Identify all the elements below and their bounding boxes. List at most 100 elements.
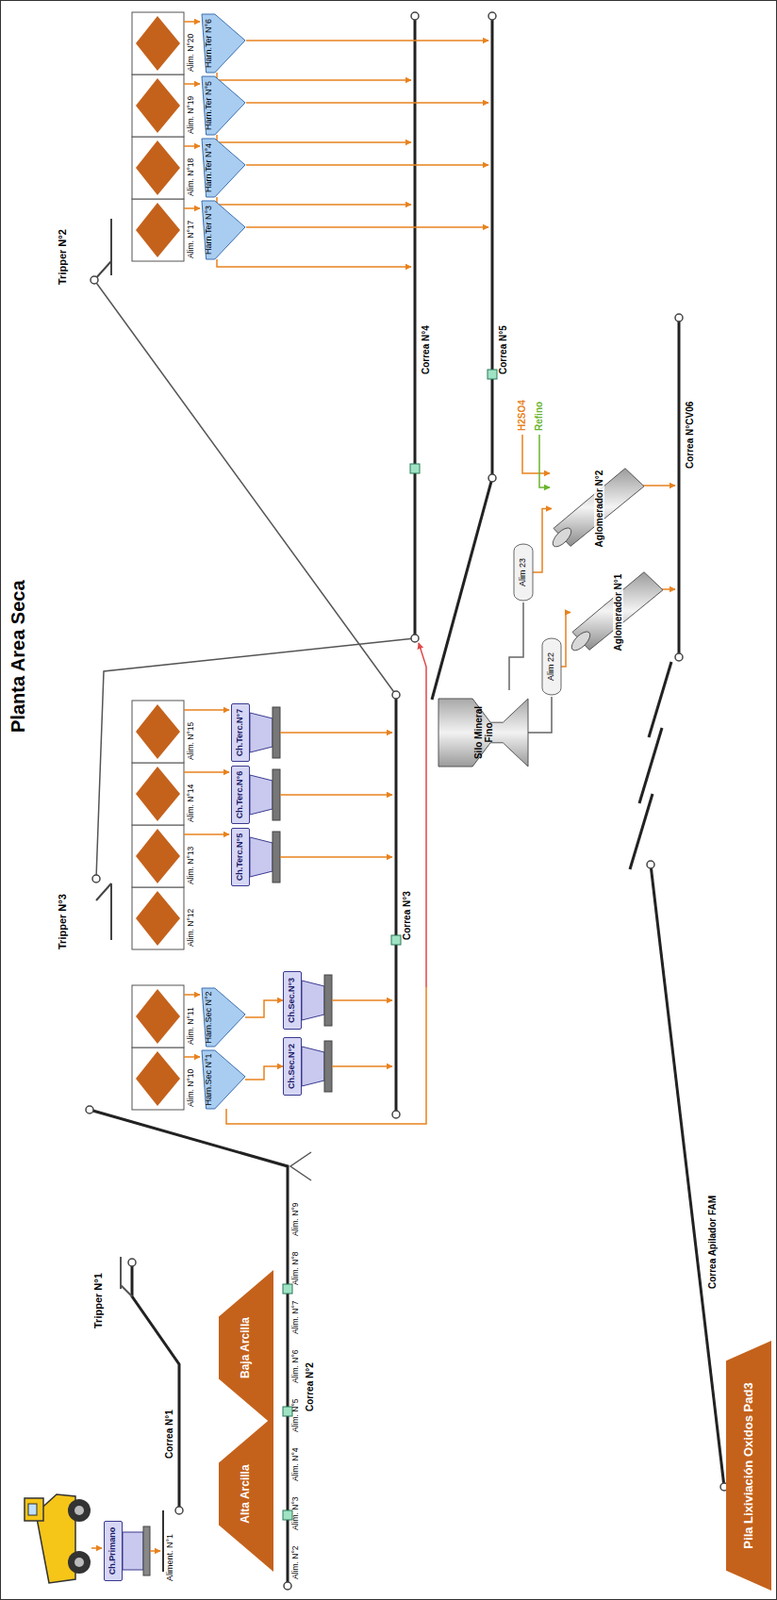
oversize-arrow xyxy=(216,259,412,267)
node-text-area: Ch.Terc.N°7 xyxy=(231,704,249,761)
node-label: Harn.Ter N°6 xyxy=(204,18,215,68)
bin xyxy=(132,74,184,137)
crusher-body xyxy=(122,1532,144,1571)
crusher-base xyxy=(324,975,332,1026)
pulley xyxy=(646,860,655,869)
tripper-label: Tripper N°3 xyxy=(56,893,68,950)
drum-end xyxy=(549,525,575,550)
feeder-label: Alim. N°15 xyxy=(186,722,196,761)
feeder xyxy=(162,1510,165,1572)
feeder-cylinder: Alim 22 xyxy=(542,638,562,695)
ore-pile: Alta Arcilla xyxy=(218,1416,274,1572)
flow-connector xyxy=(561,612,571,668)
screen-box: Harn.Ter N°3 xyxy=(201,200,246,260)
crusher-box: Ch.Terc.N°6 xyxy=(231,765,250,825)
flow-arrow xyxy=(331,999,393,1002)
pulley xyxy=(411,12,419,20)
node-label: Ch.Primano xyxy=(108,1527,118,1576)
bin-ore xyxy=(135,1051,181,1107)
node-text-area: Alim 22 xyxy=(542,638,562,695)
node-label: Ch.Sec.N°3 xyxy=(287,977,298,1024)
reagent-line xyxy=(522,434,550,474)
node-text-area: Harn.Ter N°4 xyxy=(201,138,246,198)
node-label: Harn.Ter N°4 xyxy=(204,143,215,193)
bin-ore xyxy=(135,891,181,946)
bin-ore xyxy=(135,202,181,258)
screen-shape xyxy=(201,988,246,1047)
bin-ore xyxy=(135,766,181,822)
bin xyxy=(132,1047,184,1110)
crusher-base xyxy=(143,1526,150,1576)
pulley xyxy=(488,474,496,482)
belt-scale xyxy=(282,1284,293,1294)
crusher-body xyxy=(249,712,273,753)
feed-line xyxy=(509,602,524,691)
screen-shape xyxy=(201,138,246,198)
feeder-label: Alim. N°2 xyxy=(291,1545,300,1580)
pulley xyxy=(675,653,683,662)
conveyor-belt xyxy=(395,694,398,1115)
feeder-label: Alim. N°9 xyxy=(291,1202,300,1237)
crusher-body xyxy=(249,775,273,815)
pulley xyxy=(411,634,419,643)
agglomerator-drum: Aglomerador N°1 xyxy=(570,567,665,658)
flow-connector xyxy=(245,1066,283,1080)
pulley xyxy=(175,1506,183,1515)
drum-end xyxy=(568,628,594,654)
node-label: Ch.Terc.N°6 xyxy=(235,771,246,819)
screen-shape xyxy=(201,76,246,135)
bin xyxy=(132,825,184,888)
feeder-label: Alim. N°7 xyxy=(291,1300,300,1335)
conveyor-belt xyxy=(677,317,681,658)
conveyor-label: Correa N°3 xyxy=(401,891,413,941)
node-label: Harn.Sec N°2 xyxy=(204,991,215,1043)
feed-arrow xyxy=(183,993,200,996)
pulley xyxy=(90,276,99,284)
screen-box: Harn.Sec N°1 xyxy=(201,1050,246,1109)
reagent-label: Refino xyxy=(533,401,545,431)
feeder-cylinder: Alim 23 xyxy=(513,544,533,601)
feeder-label: Alim. N°6 xyxy=(291,1349,300,1384)
feeder-cylinder xyxy=(542,638,562,695)
truck-window xyxy=(28,1504,37,1516)
feed-arrow xyxy=(183,709,230,711)
crusher-box: Ch.Terc.N°5 xyxy=(231,827,250,887)
screen-box: Harn.Ter N°6 xyxy=(201,14,246,73)
node-text-area: Harn.Ter N°5 xyxy=(201,76,246,135)
node-text-area: Alim 23 xyxy=(513,544,533,601)
feeder-label: Alim. N°19 xyxy=(186,96,196,134)
feeder-label: Alim. N°10 xyxy=(186,1069,196,1108)
truck-wheel xyxy=(67,1551,91,1574)
tripper-label: Tripper N°2 xyxy=(56,229,68,285)
ore-pile xyxy=(218,1270,274,1426)
bypass-line xyxy=(418,643,427,988)
node-label: Silo Mineral Fino xyxy=(473,702,495,763)
node-label: Aglomerador N°2 xyxy=(594,468,605,550)
flow-arrow xyxy=(149,1550,161,1553)
conveyor-label: Correa N°4 xyxy=(420,325,431,375)
node-text-area: Baja Arcilla xyxy=(218,1270,274,1426)
screen-shape xyxy=(201,1050,246,1109)
bin xyxy=(132,700,184,763)
pulley xyxy=(675,314,683,322)
node-text-area: Harn.Sec N°1 xyxy=(201,1050,246,1109)
node-label: Ch.Sec.N°2 xyxy=(287,1043,298,1090)
node-label: Harn.Ter N°3 xyxy=(204,205,215,255)
conveyor-belt xyxy=(491,16,495,479)
bin xyxy=(132,985,184,1048)
crusher-base xyxy=(272,831,281,883)
conveyor-label: Correa Apilador FAM xyxy=(707,1195,718,1290)
bin xyxy=(132,136,184,199)
silo-shape xyxy=(438,698,529,767)
screen-shape xyxy=(201,200,246,260)
bin-ore xyxy=(135,989,181,1044)
transfer-line xyxy=(94,280,397,695)
bin xyxy=(132,887,184,950)
node-text-area: Harn.Ter N°3 xyxy=(201,200,246,260)
bin xyxy=(132,198,184,262)
screen-box: Harn.Ter N°5 xyxy=(201,76,246,135)
feed-arrow xyxy=(183,145,200,148)
feeder-label: Alim. N°20 xyxy=(186,33,196,72)
